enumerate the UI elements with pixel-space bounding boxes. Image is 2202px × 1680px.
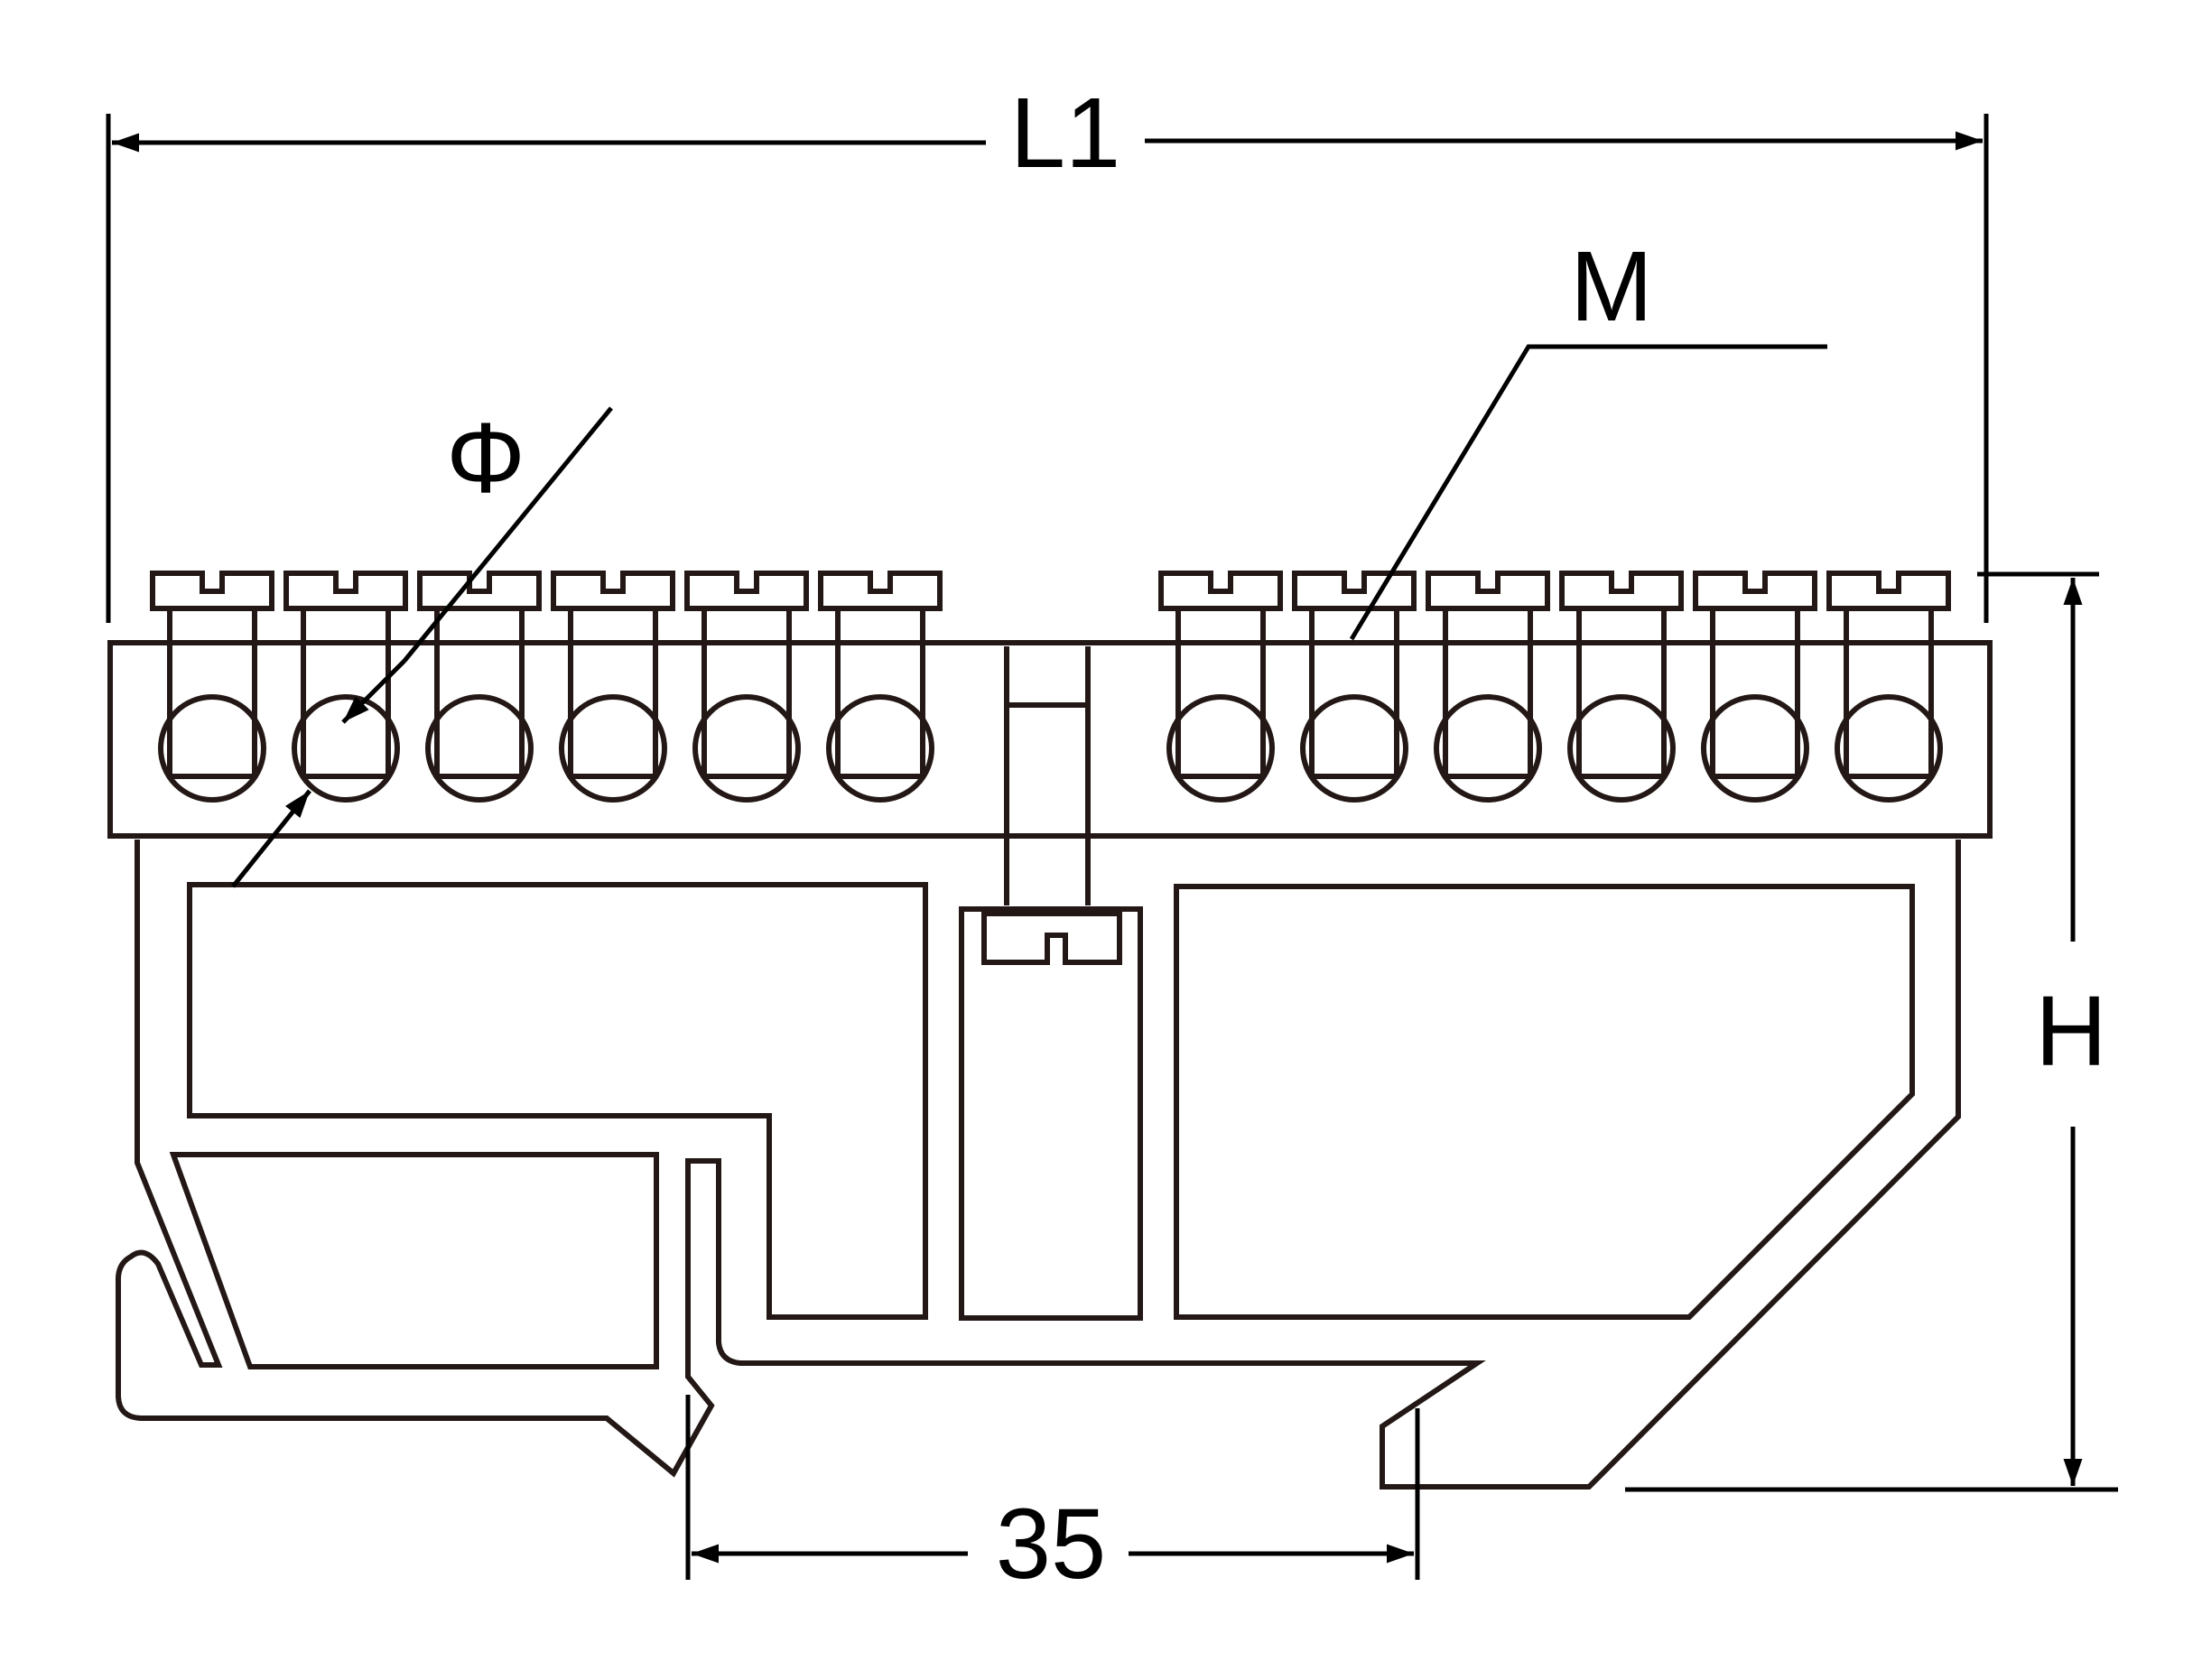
wire-hole bbox=[559, 694, 667, 803]
screw-head bbox=[150, 571, 274, 611]
screw-shank bbox=[701, 608, 792, 776]
screw-shank bbox=[1710, 608, 1800, 776]
screw-thread-label: M bbox=[1570, 231, 1653, 342]
h-label: H bbox=[2035, 976, 2106, 1087]
terminal-5 bbox=[684, 571, 809, 803]
phi-arrow-upper bbox=[341, 659, 406, 724]
screw-head bbox=[818, 571, 943, 611]
terminal-10 bbox=[1559, 571, 1684, 803]
screw-head bbox=[1426, 571, 1550, 611]
phi-leader-upper bbox=[403, 406, 613, 663]
l1-label: L1 bbox=[1010, 78, 1120, 189]
terminal-9 bbox=[1426, 571, 1550, 803]
wire-hole bbox=[1300, 694, 1408, 803]
wire-hole bbox=[1434, 694, 1542, 803]
m-leader bbox=[1349, 344, 1827, 641]
foot-outline bbox=[115, 840, 1961, 1490]
screw-shank bbox=[1309, 608, 1399, 776]
center-clip-screw bbox=[981, 911, 1122, 965]
wire-hole bbox=[1567, 694, 1676, 803]
wire-hole bbox=[1835, 694, 1943, 803]
terminal-1 bbox=[150, 571, 274, 803]
screw-head bbox=[417, 571, 542, 611]
wire-hole bbox=[692, 694, 801, 803]
terminal-group bbox=[150, 571, 1951, 803]
screw-shank bbox=[301, 608, 391, 776]
left-upper-window bbox=[187, 882, 928, 1320]
hole-diameter-label: Φ bbox=[446, 403, 525, 514]
terminal-8 bbox=[1292, 571, 1417, 803]
wire-hole bbox=[1166, 694, 1275, 803]
body-outline bbox=[107, 640, 1993, 1490]
screw-head bbox=[1693, 571, 1817, 611]
terminal-4 bbox=[551, 571, 675, 803]
terminal-11 bbox=[1693, 571, 1817, 803]
screw-shank bbox=[434, 608, 525, 776]
screw-head bbox=[1826, 571, 1951, 611]
rail-width-label: 35 bbox=[996, 1489, 1106, 1600]
screw-head bbox=[684, 571, 809, 611]
terminal-7 bbox=[1158, 571, 1283, 803]
phi-arrow-lower bbox=[231, 789, 311, 888]
terminal-12 bbox=[1826, 571, 1951, 803]
screw-head bbox=[283, 571, 408, 611]
terminal-6 bbox=[818, 571, 943, 803]
screw-shank bbox=[568, 608, 658, 776]
busbar-body bbox=[107, 640, 1993, 839]
screw-head bbox=[1158, 571, 1283, 611]
center-post bbox=[1004, 646, 1091, 905]
screw-shank bbox=[1443, 608, 1533, 776]
screw-shank bbox=[835, 608, 925, 776]
wire-hole bbox=[826, 694, 934, 803]
screw-head bbox=[1559, 571, 1684, 611]
left-lower-window bbox=[169, 1152, 659, 1369]
right-window bbox=[1174, 884, 1915, 1320]
dimension-lines bbox=[106, 114, 2118, 1580]
screw-shank bbox=[1844, 608, 1934, 776]
screw-shank bbox=[1576, 608, 1667, 776]
screw-head bbox=[551, 571, 675, 611]
wire-hole bbox=[1701, 694, 1809, 803]
terminal-2 bbox=[283, 571, 408, 803]
screw-head bbox=[1292, 571, 1417, 611]
screw-shank bbox=[167, 608, 257, 776]
wire-hole bbox=[292, 694, 400, 803]
wire-hole bbox=[425, 694, 534, 803]
center-clip-housing bbox=[959, 906, 1143, 1321]
wire-hole bbox=[158, 694, 266, 803]
screw-shank bbox=[1175, 608, 1266, 776]
terminal-3 bbox=[417, 571, 542, 803]
